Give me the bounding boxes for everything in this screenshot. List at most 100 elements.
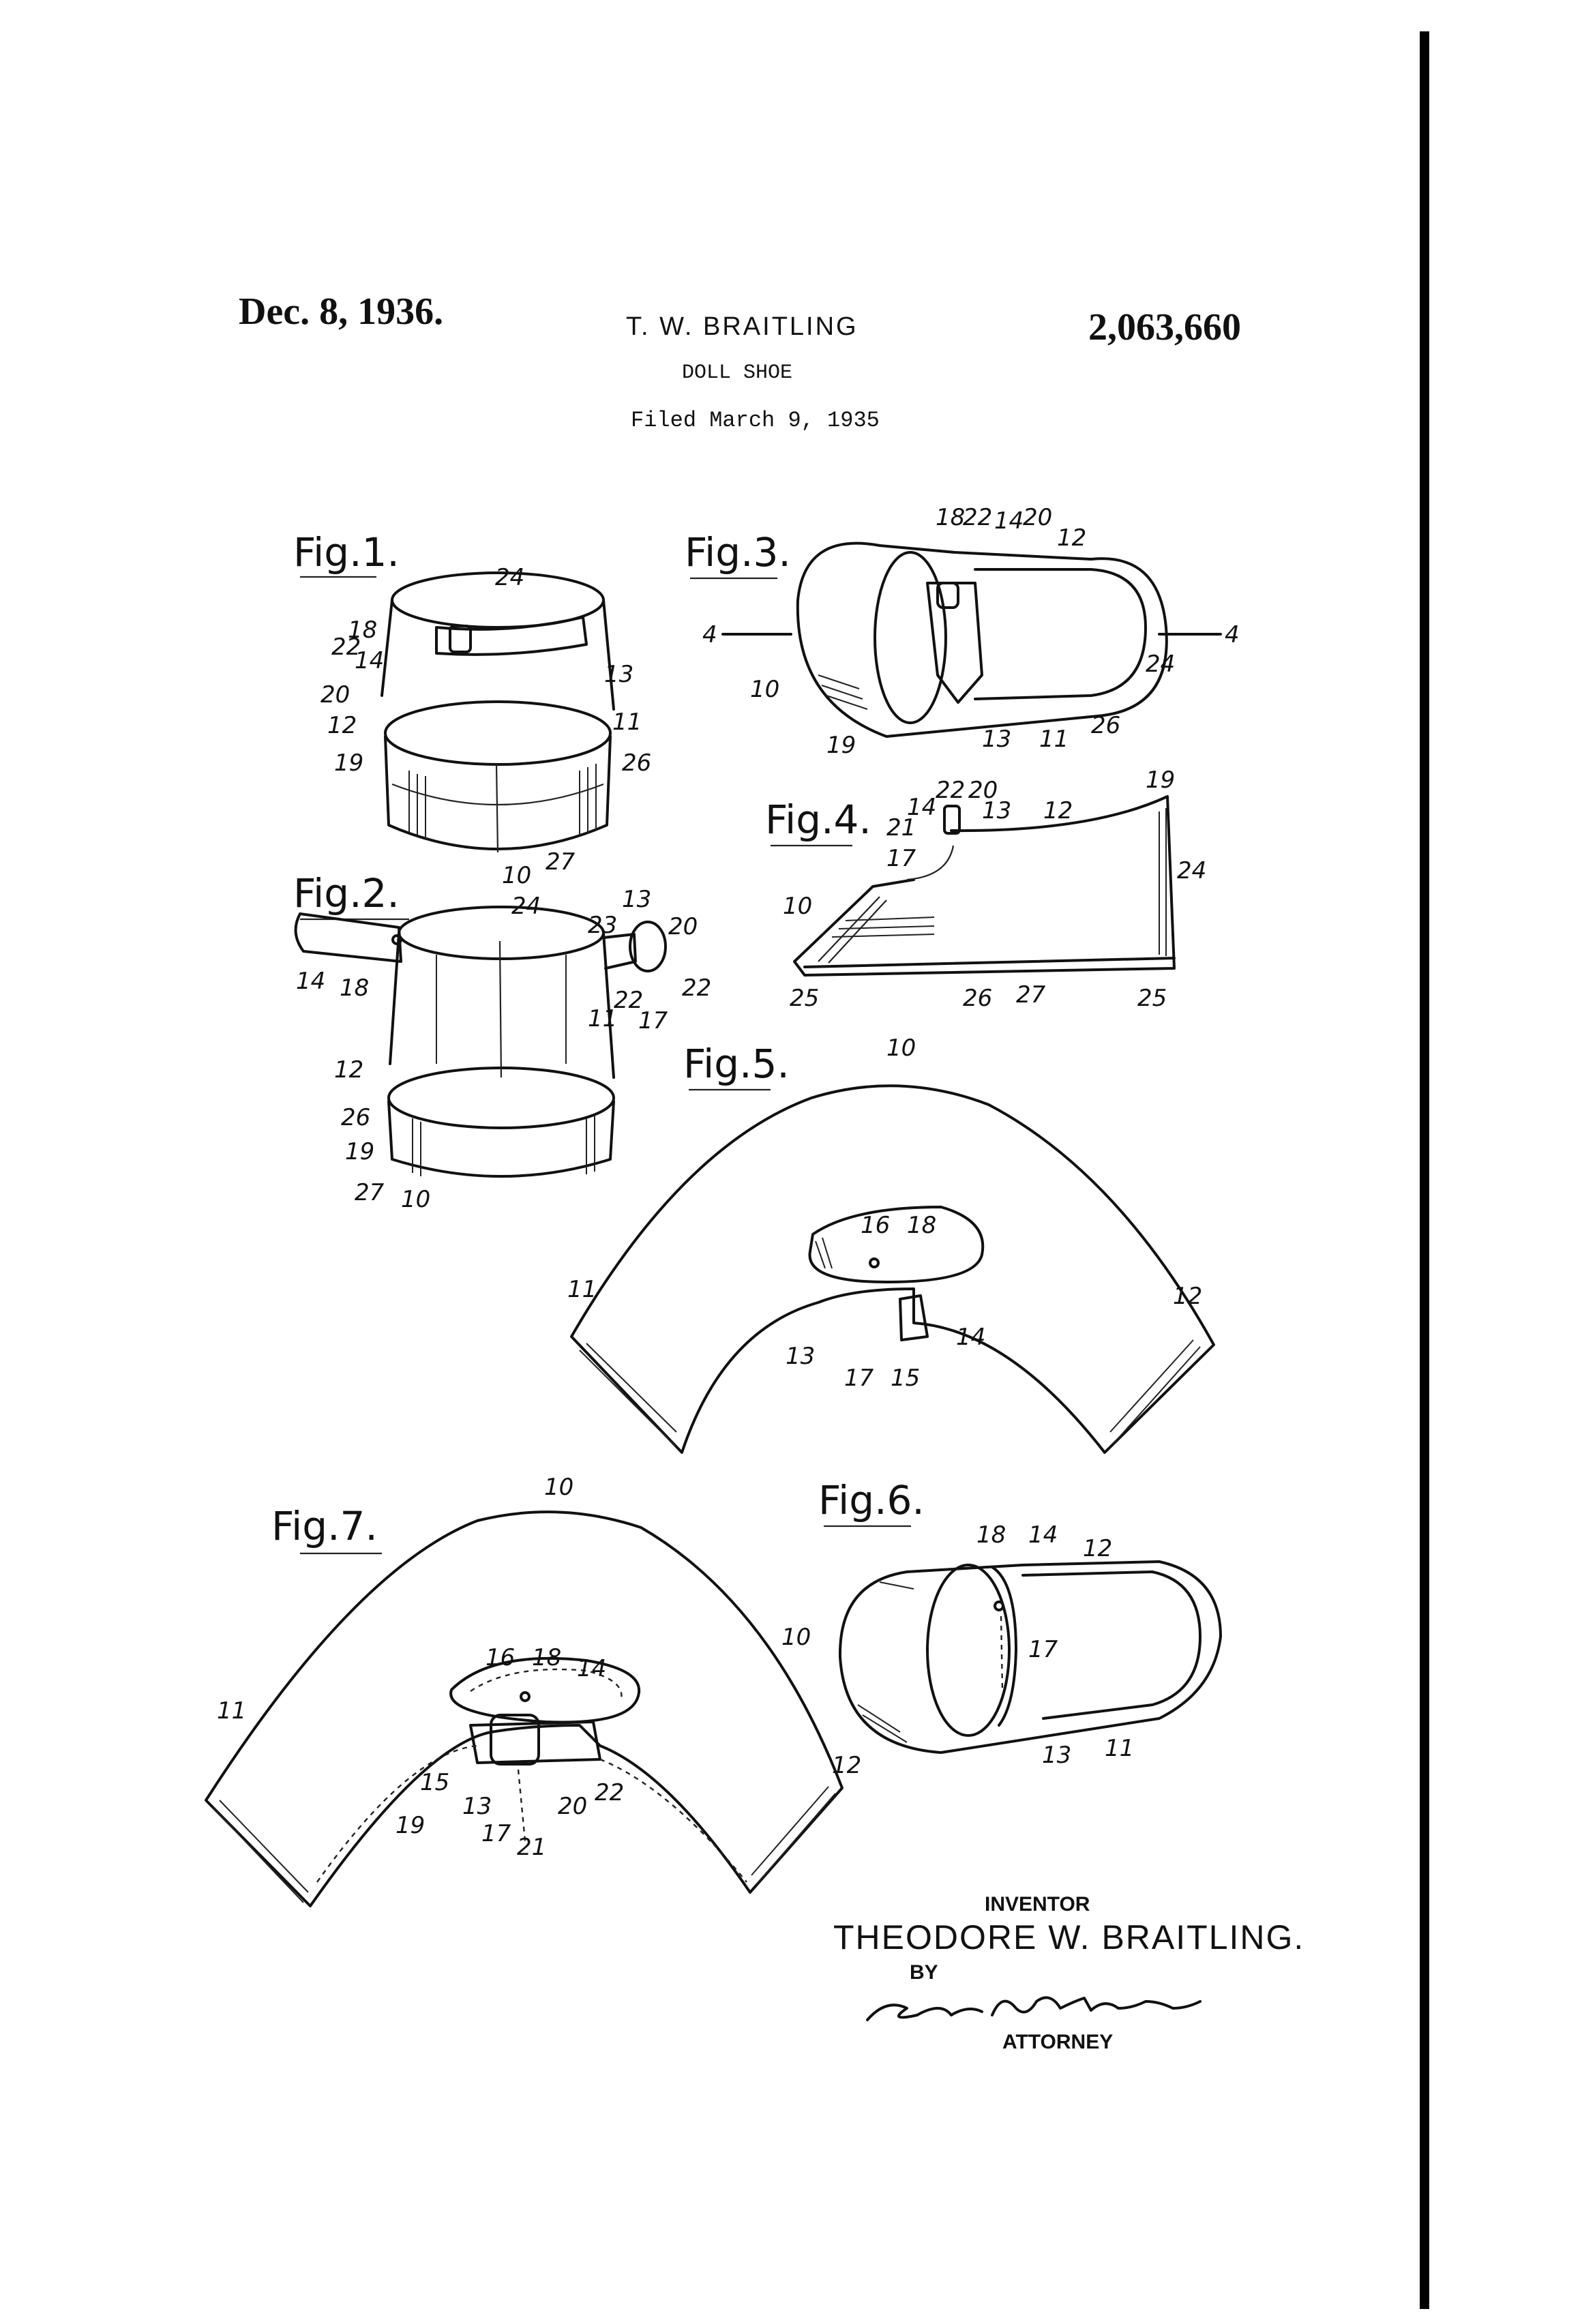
ref-label: 24	[1146, 651, 1175, 678]
ref-label: 14	[956, 1324, 985, 1351]
fig-2-strap-left	[294, 912, 402, 963]
ref-label: 13	[1042, 1742, 1071, 1769]
fig-5-tab	[899, 1294, 929, 1341]
fig-2-strap-right	[602, 933, 637, 970]
fig-2-seam	[498, 940, 503, 1078]
fig-1-opening	[384, 700, 612, 766]
ref-label: 12	[1173, 1283, 1202, 1310]
ref-label: 10	[544, 1474, 573, 1501]
figure-5: Fig.5. 10 16 18 11 12 14 13 17 15	[567, 1034, 1215, 1454]
fig-6-refs: 18 14 12 10 17 13 11	[781, 1521, 1134, 1769]
fig-1-strap	[435, 616, 588, 656]
fig-3-shading	[818, 674, 868, 710]
fig-7-shading	[212, 1786, 836, 1903]
fig-6-strap-edge	[991, 1566, 1017, 1727]
ref-label: 11	[1039, 726, 1069, 753]
fig-3-buckle	[936, 582, 959, 609]
fig-2-strap-hole	[391, 934, 402, 945]
fig-7-buckle	[490, 1714, 540, 1766]
attorney-signature	[866, 1996, 1202, 2021]
ref-label: 17	[886, 845, 916, 872]
ref-label: 27	[355, 1179, 385, 1206]
fig-7-flat-pattern	[205, 1510, 844, 1907]
fig-4-side-outline	[793, 795, 1176, 977]
fig-7-label: Fig.7.	[271, 1503, 378, 1549]
fig-2-collar	[398, 906, 605, 960]
fig-3-refs: 18 22 14 20 12 4 4 10 24 19 13 11 26	[702, 504, 1240, 759]
ref-label: 15	[420, 1769, 449, 1796]
fig-2-refs: 24 13 20 23 22 14 18 22 17 11 12 26 19 2…	[296, 886, 711, 1213]
fig-7-stitch-loop	[470, 1668, 623, 1702]
inventor-signature-name: THEODORE W. BRAITLING.	[833, 1918, 1305, 1956]
fig-7-edge-stitch-right	[599, 1758, 747, 1883]
fig-5-shading	[579, 1237, 1201, 1446]
fig-1-label: Fig.1.	[293, 529, 400, 576]
fig-6-insole	[1021, 1570, 1202, 1720]
fig-2-sole-wall	[387, 1100, 615, 1178]
ref-label: 11	[612, 709, 642, 736]
fig-1-buckle	[449, 625, 472, 653]
fig-2-shading	[412, 955, 595, 1176]
ref-label: 13	[982, 726, 1011, 753]
ref-label: 23	[588, 912, 617, 939]
ref-label: 14	[994, 507, 1024, 535]
ref-label: 27	[1016, 981, 1046, 1009]
ref-label: 11	[567, 1276, 597, 1303]
fig-4-label: Fig.4.	[765, 796, 871, 843]
invention-title: DOLL SHOE	[682, 361, 793, 385]
fig-7-hidden-line	[517, 1769, 526, 1842]
inventor-header: T. W. BRAITLING	[626, 312, 859, 341]
ref-label: 18	[348, 616, 377, 644]
ref-label: 17	[1028, 1636, 1058, 1663]
fig-1-shading	[408, 764, 597, 839]
fig-3-insole	[974, 568, 1147, 700]
ref-label: 11	[588, 1005, 617, 1032]
page-border-bar	[1420, 31, 1429, 2309]
ref-label: 12	[1083, 1535, 1112, 1562]
fig-1-stitch-line	[391, 783, 604, 806]
ref-label: 19	[1146, 766, 1175, 794]
figure-4: Fig.4. 22 20 14 13 12 19 21 17 24 10	[765, 766, 1206, 1012]
fig-7-edge-stitch-left	[316, 1744, 478, 1883]
ref-label: 12	[334, 1056, 363, 1084]
ref-label: 12	[1057, 524, 1086, 552]
fig-6-hole	[994, 1600, 1004, 1611]
ref-label: 13	[622, 886, 651, 913]
fig-6-hidden-line	[1000, 1615, 1004, 1692]
ref-label: 20	[1023, 504, 1052, 531]
ref-label: 19	[826, 732, 856, 759]
fig-5-refs: 10 16 18 11 12 14 13 17 15	[567, 1034, 1202, 1392]
ref-label: 16	[861, 1212, 890, 1239]
ref-label: 10	[781, 1624, 811, 1651]
fig-5-hole	[869, 1257, 880, 1268]
ref-label: 12	[1043, 797, 1073, 824]
figure-6: Fig.6. 18 14 12 10 17 13 11	[781, 1477, 1222, 1769]
ref-label: 13	[786, 1343, 815, 1370]
figure-1: Fig.1. 24 18 22 14 20 12 19 13	[293, 529, 651, 889]
ref-label: 10	[750, 676, 779, 703]
ref-label: 13	[982, 797, 1011, 824]
ref-label: 19	[345, 1138, 374, 1165]
fig-3-toe-opening	[874, 551, 947, 724]
ref-label: 11	[1105, 1735, 1134, 1762]
ref-label: 11	[217, 1697, 246, 1725]
inventor-label: INVENTOR	[985, 1893, 1090, 1916]
ref-label: 14	[296, 968, 325, 995]
ref-label: 22	[331, 634, 361, 661]
fig-5-label: Fig.5.	[683, 1041, 790, 1087]
fig-2-buckle	[629, 921, 667, 972]
fig-1-seam	[495, 763, 499, 853]
fig-6-shading	[857, 1581, 914, 1743]
fig-3-strap	[926, 582, 983, 704]
ref-label: 4	[702, 621, 717, 649]
fig-2-upper-sides	[389, 932, 615, 1079]
ref-label: 20	[320, 681, 350, 709]
ref-label: 18	[976, 1521, 1006, 1549]
ref-label: 17	[638, 1007, 668, 1034]
ref-label: 10	[783, 893, 812, 920]
fig-2-label: Fig.2.	[293, 870, 400, 917]
fig-4-strap-curve	[906, 845, 955, 881]
ref-label: 18	[936, 504, 965, 531]
ref-label: 15	[891, 1365, 920, 1392]
